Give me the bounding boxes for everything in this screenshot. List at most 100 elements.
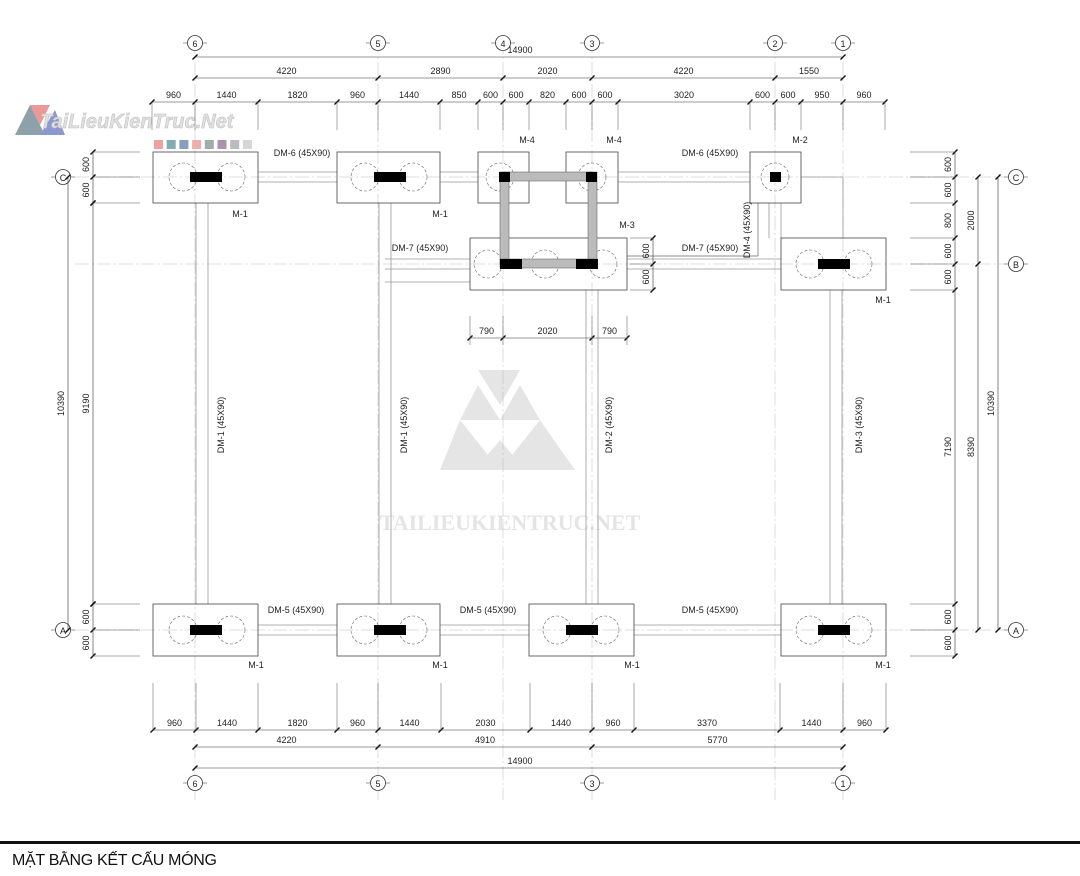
beam-label: DM-1 (45X90) (399, 397, 409, 454)
pile-circle (398, 615, 428, 645)
dimension-label: 3370 (697, 718, 717, 728)
dimension-label: 790 (479, 326, 494, 336)
column (586, 172, 597, 182)
dimension-tick (840, 54, 846, 60)
watermark-center-text: TAILIEUKIENTRUC.NET (380, 510, 641, 535)
row-bubble-left-C: C (60, 173, 67, 183)
dimension-label: 7190 (943, 437, 953, 457)
dimension-label: 10390 (986, 391, 996, 416)
dimension-label: 1440 (216, 90, 236, 100)
beam-label: DM-4 (45X90) (742, 202, 752, 259)
dimension-label: 8390 (966, 437, 976, 457)
dimension-label: 2030 (475, 718, 495, 728)
dimension-label: 2020 (537, 66, 557, 76)
dimension-label: 600 (943, 157, 953, 172)
dimension-label: 2020 (537, 326, 557, 336)
dimension-tick (995, 627, 1001, 633)
row-bubble-right-B: B (1013, 260, 1019, 270)
dimension-tick (375, 75, 381, 81)
dimension-label: 9190 (81, 393, 91, 413)
dimension-label: 2000 (966, 210, 976, 230)
beam-label: DM-5 (45X90) (460, 605, 517, 615)
pile-circle (398, 162, 428, 192)
beam-label: DM-5 (45X90) (682, 605, 739, 615)
dimension-label: 1550 (799, 66, 819, 76)
dimension-tick (840, 744, 846, 750)
dimension-tick (589, 75, 595, 81)
dimension-tick (192, 54, 198, 60)
dimension-label: 790 (602, 326, 617, 336)
watermark-swatch (230, 140, 240, 149)
watermark-logo (15, 105, 65, 135)
dimension-label: 600 (641, 243, 651, 258)
beam-label: DM-7 (45X90) (682, 243, 739, 253)
dimension-label: 600 (943, 635, 953, 650)
dimension-label: 1440 (399, 90, 419, 100)
column (190, 625, 222, 635)
pile-circle (843, 249, 873, 279)
dimension-label: 1440 (217, 718, 237, 728)
footing (528, 603, 635, 657)
axis-bubble-2: 2 (772, 39, 777, 49)
beam-label: DM-5 (45X90) (268, 605, 325, 615)
column (566, 625, 598, 635)
dimension-label: 1440 (801, 718, 821, 728)
axis-bubble-bottom-6: 6 (192, 779, 197, 789)
dimension-label: 600 (81, 635, 91, 650)
axis-bubble-1: 1 (840, 39, 845, 49)
column (374, 625, 406, 635)
axis-bubble-6: 6 (192, 39, 197, 49)
dimension-label: 10390 (56, 391, 66, 416)
dimension-label: 600 (943, 269, 953, 284)
dimension-tick (192, 75, 198, 81)
dimension-label: 600 (943, 243, 953, 258)
footing (749, 151, 802, 204)
dimension-label: 850 (451, 90, 466, 100)
footing (336, 151, 441, 204)
dimension-tick (772, 75, 778, 81)
column (576, 259, 598, 269)
watermark-swatch (242, 140, 252, 149)
beam-label: DM-2 (45X90) (604, 397, 614, 454)
column (374, 172, 406, 182)
dimension-tick (589, 744, 595, 750)
dimension-label: 960 (167, 718, 182, 728)
footing-label: M-1 (875, 295, 891, 305)
dimension-label: 4220 (276, 735, 296, 745)
beam-label: DM-1 (45X90) (216, 397, 226, 454)
pile-circle (216, 615, 246, 645)
dimension-tick (975, 174, 981, 180)
dimension-tick (840, 765, 846, 771)
column (770, 172, 781, 182)
hatched-wall (499, 171, 510, 265)
dimension-label: 960 (166, 90, 181, 100)
footing-label: M-2 (792, 135, 808, 145)
watermark-swatch (204, 140, 214, 149)
dimension-label: 600 (943, 609, 953, 624)
pile-circle (843, 615, 873, 645)
dimension-label: 2890 (430, 66, 450, 76)
drawing-title: MẶT BẰNG KẾT CẤU MÓNG (12, 852, 217, 869)
dimension-tick (840, 75, 846, 81)
dimension-label: 14900 (507, 756, 532, 766)
dimension-label: 4220 (673, 66, 693, 76)
hatched-wall (502, 171, 593, 182)
dimension-label: 950 (814, 90, 829, 100)
dimension-label: 600 (943, 182, 953, 197)
beam-label: DM-6 (45X90) (682, 148, 739, 158)
dimension-label: 960 (856, 90, 871, 100)
dimension-label: 600 (597, 90, 612, 100)
dimension-tick (500, 75, 506, 81)
watermark-swatch (154, 140, 163, 149)
footing-label: M-3 (619, 220, 635, 230)
dimension-label: 960 (857, 718, 872, 728)
dimension-label: 4910 (475, 735, 495, 745)
beam-label: DM-6 (45X90) (274, 148, 331, 158)
pile-circle (216, 162, 246, 192)
axis-bubble-bottom-1: 1 (840, 779, 845, 789)
column (499, 172, 510, 182)
dimension-label: 820 (540, 90, 555, 100)
dimension-tick (995, 174, 1001, 180)
dimension-label: 1820 (287, 718, 307, 728)
axis-bubble-bottom-3: 3 (589, 779, 594, 789)
